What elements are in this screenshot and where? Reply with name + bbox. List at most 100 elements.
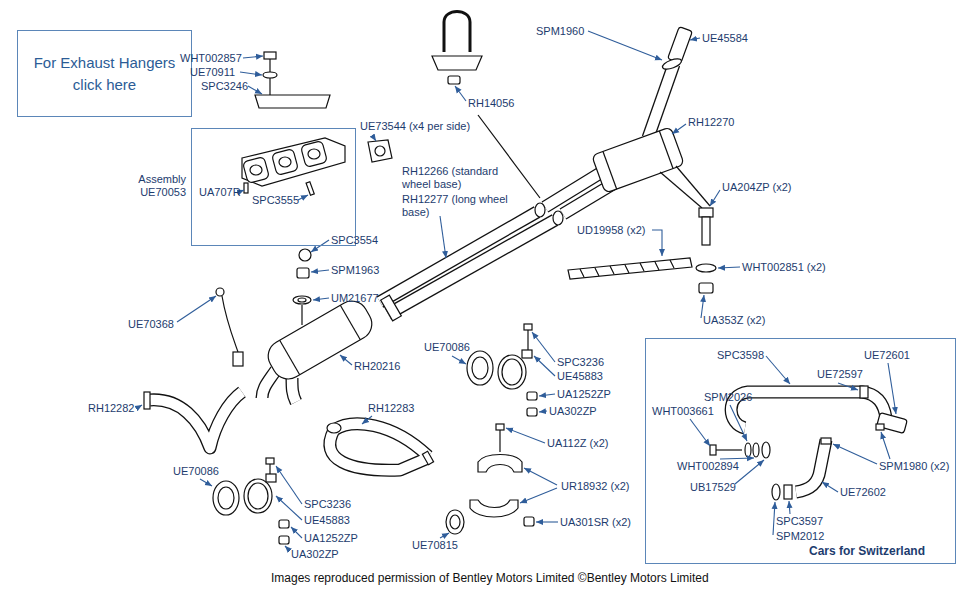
heat-shield (255, 52, 330, 108)
leader-lines (248, 86, 262, 94)
pipes (262, 370, 276, 398)
split-clamp (496, 424, 504, 430)
part-number: UB17529 (690, 481, 736, 494)
clamp-lower (244, 479, 272, 513)
part-number: UE70911 (190, 66, 235, 79)
split-clamp (478, 455, 522, 473)
part-number: SPC3598 (717, 349, 764, 362)
leader-lines (536, 521, 558, 522)
pipe-details (327, 423, 341, 433)
split-clamp (446, 510, 464, 534)
u-bolt (444, 12, 470, 53)
u-bolt (432, 56, 482, 70)
part-number: UE70086 (424, 341, 470, 354)
rubber-strap (699, 283, 713, 293)
manifold (279, 157, 291, 167)
clamp-upper (467, 351, 493, 385)
pipes (292, 378, 296, 402)
part-number: WHT003661 (652, 405, 714, 418)
leader-lines (881, 432, 890, 459)
manifold (301, 141, 328, 168)
part-number: SPC3236 (557, 356, 604, 369)
split-clamp (450, 515, 460, 529)
manifold-fixings (293, 249, 311, 325)
pipe-details (381, 295, 402, 321)
rear-silencer (592, 127, 685, 193)
leader-lines (276, 466, 302, 504)
part-number: UE73544 (x4 per side) (360, 120, 470, 133)
gasket (368, 140, 392, 162)
pipes (150, 392, 242, 448)
part-number: RH14056 (468, 97, 514, 110)
leader-lines (311, 240, 329, 252)
leader-lines (652, 230, 662, 256)
pipes (796, 440, 826, 492)
leader-lines (730, 405, 747, 441)
box-heading: Assembly UE70053 (128, 173, 186, 199)
manifold-fixings (298, 298, 306, 302)
clamp-lower (279, 520, 289, 528)
leader-lines (588, 31, 662, 60)
part-number: RH20216 (354, 360, 400, 373)
leader-lines (243, 56, 263, 58)
oxygen-sensor (222, 296, 238, 352)
leader-lines (340, 355, 352, 365)
pipes (648, 64, 674, 138)
pipes (388, 220, 555, 314)
copyright-caption: Images reproduced permission of Bentley … (271, 571, 709, 585)
manifold (242, 138, 345, 195)
leader-lines (789, 501, 790, 514)
rubber-strap (676, 166, 710, 206)
part-number: UA204ZP (x2) (722, 181, 792, 194)
heat-shield (264, 52, 276, 59)
swiss-parts (716, 449, 742, 450)
leader-lines (311, 270, 329, 272)
rear-silencer (592, 127, 685, 193)
u-bolt (448, 76, 460, 84)
part-number: UE45584 (702, 32, 748, 45)
part-number: UA112Z (x2) (547, 437, 609, 450)
part-number: UA1252ZP (304, 532, 358, 545)
clamp-upper (502, 359, 522, 385)
box-heading: Cars for Switzerland (809, 544, 925, 558)
part-number: SPC3236 (304, 498, 351, 511)
pipes (330, 424, 428, 470)
leader-lines (735, 460, 764, 484)
leader-lines (452, 356, 466, 364)
oxygen-sensor (216, 288, 243, 366)
tail-trim (668, 27, 693, 64)
pipes (388, 220, 555, 314)
clamp-lower (279, 536, 289, 544)
catalyst (340, 305, 360, 340)
part-number: UA353Z (x2) (703, 314, 765, 327)
pipe-details (144, 203, 563, 465)
leader-lines (440, 216, 446, 258)
clamp-upper (527, 392, 537, 400)
leader-lines (539, 411, 547, 412)
part-number: RH12283 (368, 402, 414, 415)
pipes (648, 64, 674, 138)
pipes (330, 424, 428, 470)
manifold (244, 183, 248, 193)
part-number: UE70815 (412, 539, 458, 552)
split-clamp (499, 430, 500, 452)
clamp-upper (527, 408, 537, 416)
manifold (242, 138, 345, 186)
pipes (380, 212, 537, 302)
pipe-details (535, 203, 545, 217)
part-number: UE72597 (817, 368, 863, 381)
split-clamp (446, 424, 534, 534)
part-number: UA302ZP (549, 405, 597, 418)
clamp-lower (266, 474, 276, 482)
pipes (292, 378, 296, 402)
manifold-fixings (301, 305, 302, 325)
split-clamp (524, 517, 534, 526)
part-number: UE70086 (173, 465, 219, 478)
leader-lines (455, 86, 466, 101)
clamp-upper (524, 324, 532, 330)
leader-lines (539, 394, 555, 396)
leader-lines (838, 383, 858, 390)
part-number: UR18932 (x2) (561, 480, 629, 493)
manifold (308, 149, 320, 159)
clamp-lower (213, 458, 289, 544)
